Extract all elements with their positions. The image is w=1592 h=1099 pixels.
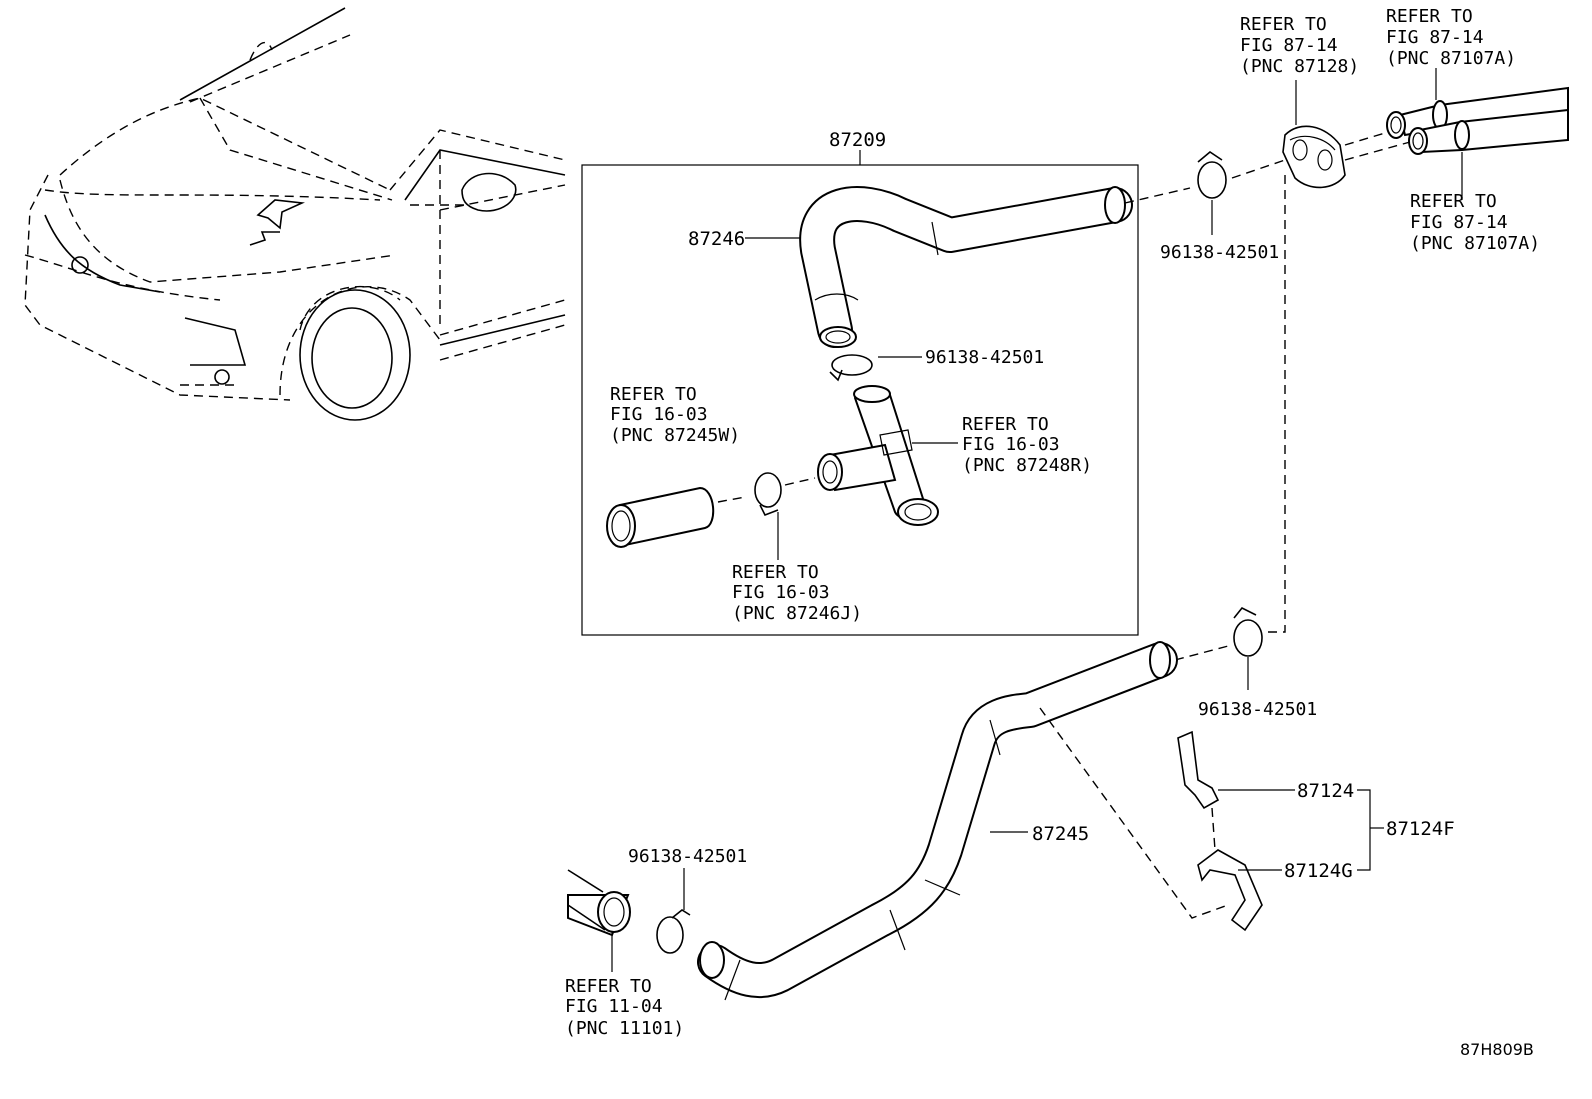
clip-87124-label: 87124 — [1297, 780, 1354, 802]
tee-ref-line1: REFER TO — [962, 414, 1049, 435]
pipe-ends-drawing — [1386, 86, 1569, 155]
tee-ref-line3: (PNC 87248R) — [962, 455, 1092, 476]
tee-ref-line2: FIG 16-03 — [962, 434, 1060, 455]
clamp-top-right-drawing — [1197, 151, 1227, 199]
pipe-top-ref-line3: (PNC 87107A) — [1386, 48, 1516, 69]
clip-87124-drawing — [1177, 730, 1220, 810]
clamp-small-ref-line3: (PNC 87246J) — [732, 603, 862, 624]
engine-pipe-drawing — [567, 869, 631, 937]
hose-87245-label: 87245 — [1032, 823, 1089, 845]
diagram-code: 87H809B — [1460, 1040, 1534, 1059]
pipe-top-ref-line1: REFER TO — [1386, 6, 1473, 27]
tee-ref: REFER TO FIG 16-03 (PNC 87248R) — [962, 414, 1092, 476]
engine-pipe-ref-line1: REFER TO — [565, 976, 652, 997]
engine-pipe-ref-line3: (PNC 11101) — [565, 1018, 684, 1039]
engine-pipe-ref-line2: FIG 11-04 — [565, 996, 663, 1017]
hose-87246-label: 87246 — [688, 228, 745, 250]
grommet-ref-line3: (PNC 87128) — [1240, 56, 1359, 77]
engine-pipe-ref: REFER TO FIG 11-04 (PNC 11101) — [565, 976, 684, 1039]
assembly-number: 87209 — [829, 129, 886, 151]
hose-stub-drawing — [606, 486, 715, 548]
pipe-bottom-ref-line3: (PNC 87107A) — [1410, 233, 1540, 254]
small-clamp-drawing — [754, 472, 782, 517]
clamp-box-label: 96138-42501 — [925, 347, 1044, 368]
clamp-mid-right-drawing — [1233, 606, 1263, 657]
clamp-small-ref: REFER TO FIG 16-03 (PNC 87246J) — [732, 562, 862, 624]
hose-left-ref-line2: FIG 16-03 — [610, 404, 708, 425]
clamp-small-ref-line2: FIG 16-03 — [732, 582, 830, 603]
clip-87124g-drawing — [1197, 849, 1263, 932]
clamp-top-right-label: 96138-42501 — [1160, 242, 1279, 263]
grommet-ref-line1: REFER TO — [1240, 14, 1327, 35]
grommet-ref-line2: FIG 87-14 — [1240, 35, 1338, 56]
hose-87246-drawing — [799, 186, 1133, 348]
pipe-top-ref-line2: FIG 87-14 — [1386, 27, 1484, 48]
hose-left-ref: REFER TO FIG 16-03 (PNC 87245W) — [610, 384, 740, 446]
pipe-top-ref: REFER TO FIG 87-14 (PNC 87107A) — [1386, 6, 1516, 69]
vehicle-illustration — [24, 7, 566, 421]
clip-87124g-label: 87124G — [1284, 860, 1353, 882]
clamp-mid-right-label: 96138-42501 — [1198, 699, 1317, 720]
pipe-bottom-ref: REFER TO FIG 87-14 (PNC 87107A) — [1410, 191, 1540, 254]
grommet-drawing — [1282, 125, 1346, 189]
clamp-small-ref-line1: REFER TO — [732, 562, 819, 583]
pipe-bottom-ref-line2: FIG 87-14 — [1410, 212, 1508, 233]
hose-left-ref-line1: REFER TO — [610, 384, 697, 405]
clamp-bottom-left-label: 96138-42501 — [628, 846, 747, 867]
hose-left-ref-line3: (PNC 87245W) — [610, 425, 740, 446]
grommet-ref: REFER TO FIG 87-14 (PNC 87128) — [1240, 14, 1359, 77]
tee-joint-drawing — [817, 385, 939, 526]
hose-87245-drawing — [697, 641, 1178, 1001]
clamp-box-drawing — [829, 354, 873, 382]
clamp-bottom-left-drawing — [656, 909, 691, 954]
pipe-bottom-ref-line1: REFER TO — [1410, 191, 1497, 212]
clip-set-label: 87124F — [1386, 818, 1455, 840]
